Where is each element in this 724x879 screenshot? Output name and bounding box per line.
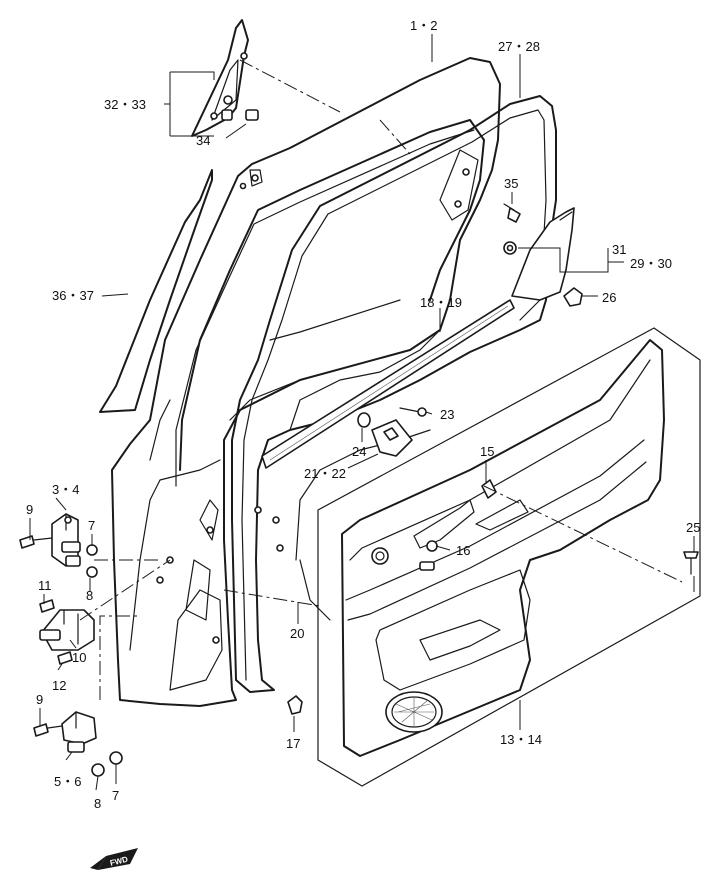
callout-9-upper: 9 [26, 502, 33, 517]
callout-1-2: 1・2 [410, 18, 437, 33]
callout-8-lower: 8 [94, 796, 101, 811]
nut-7-upper [86, 544, 98, 556]
callout-18-19: 18・19 [420, 295, 462, 310]
cap-26 [563, 287, 583, 307]
callout-23: 23 [440, 407, 454, 422]
fwd-badge-label: FWD [109, 855, 129, 868]
callout-5-6: 5・6 [54, 774, 81, 789]
callout-10: 10 [72, 650, 86, 665]
door-trim-panel [317, 327, 701, 787]
assembly-lines [79, 59, 683, 700]
callout-12: 12 [52, 678, 66, 693]
nut-8-lower [91, 763, 105, 777]
callout-labels: 1・2 27・28 32・33 34 35 31 29・30 26 36・37 … [26, 18, 700, 811]
callout-31: 31 [612, 242, 626, 257]
trim-cover [511, 207, 575, 301]
screw-35 [503, 203, 521, 223]
callout-15: 15 [480, 444, 494, 459]
bolt-12 [57, 651, 73, 665]
callout-24: 24 [352, 444, 366, 459]
bolt-11 [39, 599, 55, 613]
bolt-9-upper [19, 535, 53, 549]
upper-hinge [51, 513, 81, 567]
leader-lines [29, 34, 695, 791]
callout-34: 34 [196, 133, 210, 148]
clip-34 [221, 109, 259, 121]
clip-15 [481, 479, 497, 499]
clip-31 [503, 241, 517, 255]
bracket-21-22 [371, 419, 413, 457]
callout-8-upper: 8 [86, 588, 93, 603]
callout-27-28: 27・28 [498, 39, 540, 54]
lower-hinge [61, 711, 97, 753]
callout-3-4: 3・4 [52, 482, 79, 497]
callout-26: 26 [602, 290, 616, 305]
callout-9-lower: 9 [36, 692, 43, 707]
callout-16: 16 [456, 543, 470, 558]
screw-25 [683, 551, 699, 575]
callout-7-lower: 7 [112, 788, 119, 803]
callout-35: 35 [504, 176, 518, 191]
cap-16 [426, 540, 438, 552]
callout-7-upper: 7 [88, 518, 95, 533]
nut-24 [357, 412, 371, 428]
door-glass [99, 169, 213, 413]
door-panel [111, 57, 501, 707]
door-check [39, 609, 95, 651]
callout-11: 11 [38, 578, 52, 593]
window-regulator [254, 329, 441, 621]
callout-29-30: 29・30 [630, 256, 672, 271]
callout-32-33: 32・33 [104, 97, 146, 112]
nut-7-lower [109, 751, 123, 765]
nut-8-upper [86, 566, 98, 578]
callout-20: 20 [290, 626, 304, 641]
callout-17: 17 [286, 736, 300, 751]
callout-25: 25 [686, 520, 700, 535]
callout-21-22: 21・22 [304, 466, 346, 481]
clip-17 [287, 695, 303, 715]
quarter-window-frame [191, 19, 249, 137]
fwd-direction-badge: FWD [90, 848, 138, 870]
screw-23 [399, 407, 427, 417]
callout-36-37: 36・37 [52, 288, 94, 303]
bolt-9-lower [33, 723, 63, 737]
belt-weatherstrip [261, 299, 515, 469]
callout-13-14: 13・14 [500, 732, 542, 747]
